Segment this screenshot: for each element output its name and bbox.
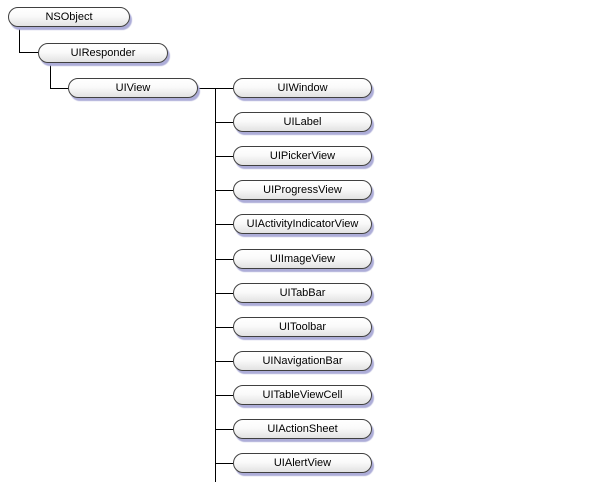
branch-uinavigationbar [215,361,233,362]
node-uiactivityindicatorview: UIActivityIndicatorView [233,214,372,234]
node-uitableviewcell: UITableViewCell [233,385,372,405]
node-uinavigationbar: UINavigationBar [233,351,372,371]
branch-uilabel [215,122,233,123]
node-uiview: UIView [68,78,198,98]
node-uiprogressview: UIProgressView [233,180,372,200]
branch-uiimageview [215,259,233,260]
connector-trunk [215,88,216,482]
branch-uitabbar [215,293,233,294]
node-uiactionsheet: UIActionSheet [233,419,372,439]
node-uiresponder: UIResponder [38,43,168,63]
branch-uiactivityindicatorview [215,224,233,225]
branch-uitableviewcell [215,395,233,396]
node-uialertview: UIAlertView [233,453,372,473]
connector-nsobject-drop [19,27,20,53]
branch-uitoolbar [215,327,233,328]
node-uipickerview: UIPickerView [233,146,372,166]
node-uiimageview: UIImageView [233,249,372,269]
branch-uiactionsheet [215,429,233,430]
connector-uiresponder-drop [50,63,51,89]
connector-nsobject-to-uiresponder [19,52,39,53]
branch-uiprogressview [215,190,233,191]
node-uilabel: UILabel [233,112,372,132]
node-uitoolbar: UIToolbar [233,317,372,337]
node-nsobject: NSObject [8,7,130,27]
node-uiwindow: UIWindow [233,78,372,98]
node-uitabbar: UITabBar [233,283,372,303]
branch-uipickerview [215,156,233,157]
branch-uialertview [215,463,233,464]
connector-uiresponder-to-uiview [50,88,69,89]
